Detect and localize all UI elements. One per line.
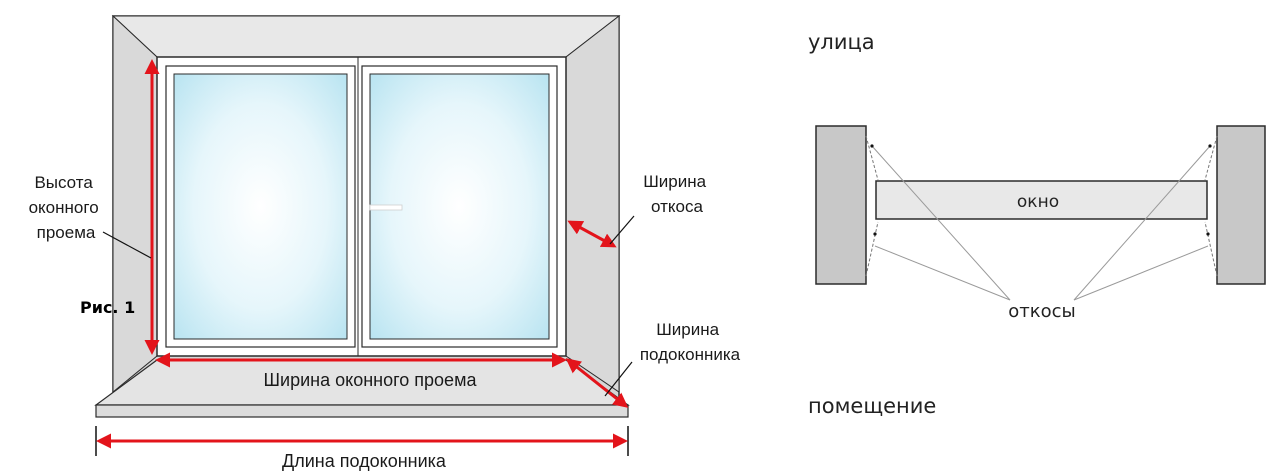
street-label: улица (808, 30, 875, 54)
window-top-view: улица окно откосы помещение (808, 30, 1266, 418)
slope-width-label: Ширина откоса (643, 172, 711, 216)
right-slope (565, 14, 620, 393)
figure-label: Рис. 1 (80, 298, 135, 317)
left-slope (112, 14, 158, 394)
top-slope (111, 15, 621, 58)
window-label: окно (1017, 192, 1059, 212)
height-leader (102, 231, 152, 259)
height-label: Высота оконного проема (29, 173, 104, 242)
sill-width-arrow (565, 358, 629, 408)
slope-width-arrow (567, 220, 617, 248)
left-glass (173, 73, 348, 340)
slope-lines (865, 135, 1218, 277)
room-label: помещение (808, 394, 936, 418)
sill-length-label: Длина подоконника (282, 451, 447, 471)
slope-width-leader (609, 215, 635, 245)
right-wall (1216, 125, 1266, 285)
slope-pointers (871, 145, 1211, 301)
sill-width-label: Ширина подоконника (640, 320, 741, 364)
sill-front (95, 404, 629, 418)
opening-width-label: Ширина оконного проема (264, 370, 478, 390)
window-front-view: Высота оконного проема Ширина откоса Шир… (29, 14, 741, 471)
slopes-label: откосы (1008, 301, 1076, 322)
window-handle (369, 204, 403, 211)
slope-pointer-dots (870, 144, 1212, 236)
sill-width-leader (604, 361, 633, 397)
left-wall (815, 125, 867, 285)
